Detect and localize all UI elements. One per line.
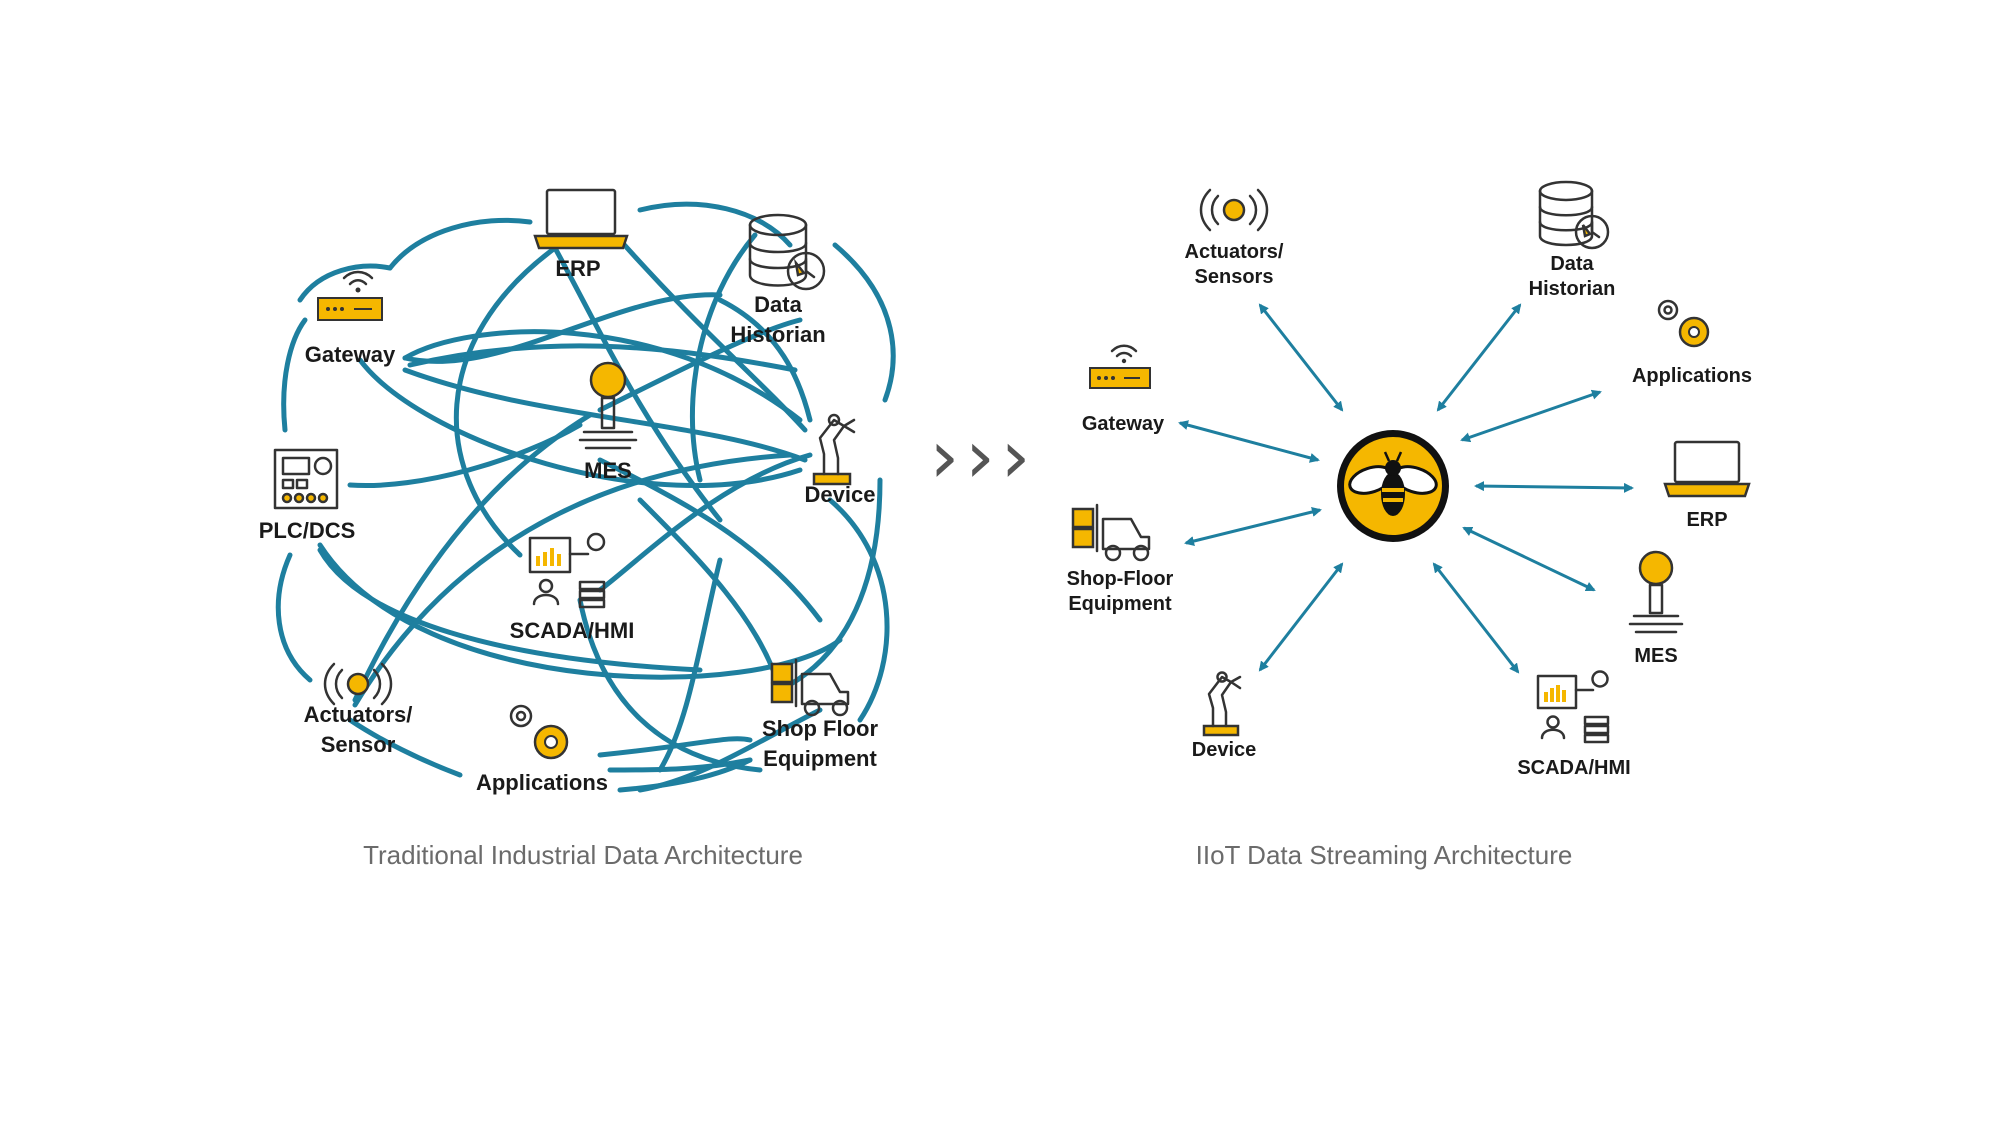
left-gateway-label: Gateway bbox=[305, 342, 396, 367]
left-mes-label: MES bbox=[584, 458, 632, 483]
streaming-spoke-arrows bbox=[1178, 303, 1634, 674]
right-actuators-label-line2: Sensors bbox=[1195, 266, 1274, 288]
left-historian-label-line1: Data bbox=[754, 292, 802, 317]
robot-arm-icon bbox=[812, 413, 856, 486]
right-shopfloor-label-line2: Equipment bbox=[1068, 593, 1172, 615]
bee-hub-icon bbox=[1337, 430, 1449, 542]
transition-arrows: ››› bbox=[930, 414, 1037, 500]
laptop-icon bbox=[533, 188, 629, 250]
left-actuators-label-line1: Actuators/ bbox=[304, 702, 413, 727]
right-actuators-label-line1: Actuators/ bbox=[1185, 241, 1284, 263]
sensor-waves-icon bbox=[1199, 188, 1269, 232]
scada-dashboard-icon bbox=[1536, 670, 1610, 744]
joystick-icon bbox=[1628, 550, 1684, 634]
robot-arm-icon bbox=[1202, 671, 1242, 737]
left-applications-label: Applications bbox=[476, 770, 608, 795]
gears-icon bbox=[509, 704, 569, 760]
left-actuators-label-line2: Sensor bbox=[321, 732, 396, 757]
sensor-waves-icon bbox=[323, 662, 393, 706]
wifi-router-icon bbox=[317, 270, 383, 321]
right-scada-label: SCADA/HMI bbox=[1517, 757, 1630, 779]
forklift-icon bbox=[1071, 503, 1151, 562]
forklift-icon bbox=[770, 658, 850, 717]
right-applications-label: Applications bbox=[1632, 365, 1752, 387]
database-clock-icon bbox=[1538, 180, 1610, 250]
wifi-router-icon bbox=[1089, 344, 1151, 389]
right-historian-label-line2: Historian bbox=[1529, 278, 1616, 300]
right-caption: IIoT Data Streaming Architecture bbox=[1196, 840, 1573, 870]
joystick-icon bbox=[578, 361, 638, 450]
left-shopfloor-label-line1: Shop Floor bbox=[762, 716, 879, 741]
control-panel-icon bbox=[273, 448, 339, 510]
right-shopfloor-label-line1: Shop-Floor bbox=[1067, 568, 1174, 590]
left-plc-label: PLC/DCS bbox=[259, 518, 356, 543]
right-device-label: Device bbox=[1192, 739, 1257, 761]
right-historian-label-line1: Data bbox=[1550, 253, 1594, 275]
traditional-mesh-connections bbox=[275, 201, 896, 793]
right-gateway-label: Gateway bbox=[1082, 413, 1165, 435]
laptop-icon bbox=[1663, 440, 1751, 498]
database-clock-icon bbox=[748, 213, 826, 291]
left-historian-label-line2: Historian bbox=[730, 322, 825, 347]
left-erp-label: ERP bbox=[555, 256, 600, 281]
gears-icon bbox=[1657, 299, 1710, 348]
right-erp-label: ERP bbox=[1686, 509, 1727, 531]
right-mes-label: MES bbox=[1634, 645, 1677, 667]
left-device-label: Device bbox=[805, 482, 876, 507]
left-shopfloor-label-line2: Equipment bbox=[763, 746, 877, 771]
left-scada-label: SCADA/HMI bbox=[510, 618, 635, 643]
left-caption: Traditional Industrial Data Architecture bbox=[363, 840, 803, 870]
scada-dashboard-icon bbox=[528, 532, 606, 609]
